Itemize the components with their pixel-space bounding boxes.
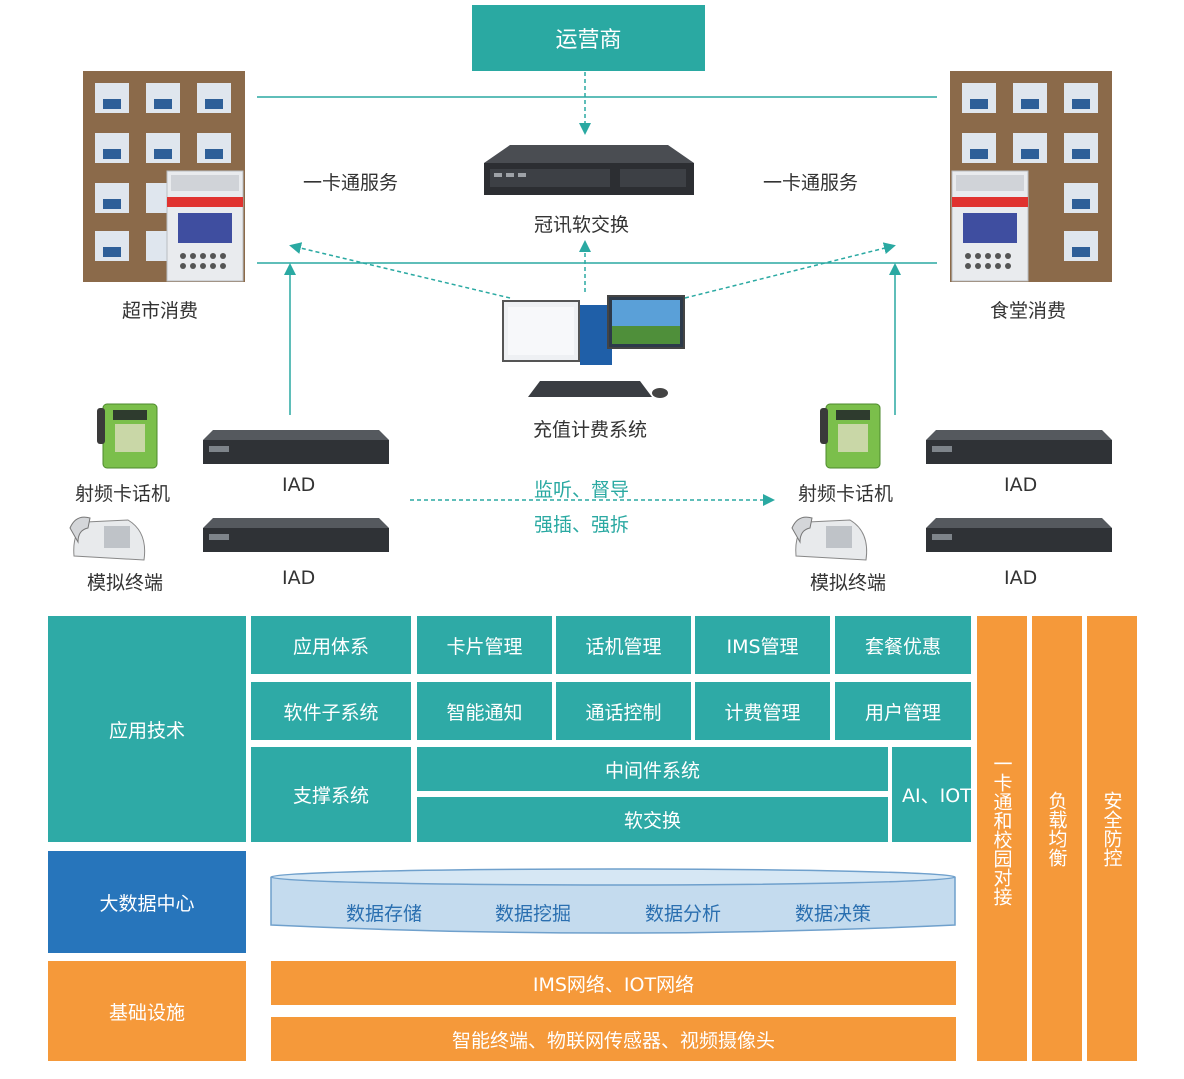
middleware-cell: 中间件系统 xyxy=(417,747,888,791)
support-system-cell: 支撑系统 xyxy=(251,747,411,842)
iad-label-4: IAD xyxy=(1004,567,1038,589)
rf-phone-right-label: 射频卡话机 xyxy=(798,483,894,505)
iad-label-1: IAD xyxy=(282,474,316,496)
data-item-4: 数据决策 xyxy=(795,903,872,925)
cell-label: 话机管理 xyxy=(585,635,662,658)
app-cell-r1-2: 卡片管理 xyxy=(417,616,552,674)
load-balance-label: 负载均衡 xyxy=(1045,791,1068,867)
card-service-right: 一卡通服务 xyxy=(763,172,859,194)
app-cell-r1-4: IMS管理 xyxy=(695,616,830,674)
network-bar: IMS网络、IOT网络 xyxy=(271,961,956,1005)
intercept-label: 强插、强拆 xyxy=(534,514,630,536)
cell-label: 中间件系统 xyxy=(604,759,700,782)
rf-card-phone-right-image xyxy=(820,402,886,470)
analog-phone-right-image xyxy=(790,508,874,564)
cell-label: 智能通知 xyxy=(446,701,523,724)
data-item-2: 数据挖掘 xyxy=(495,903,572,925)
cell-label: 卡片管理 xyxy=(446,635,523,658)
big-data-label: 大数据中心 xyxy=(99,892,195,915)
campus-integration-bar: 一卡通和校园对接 xyxy=(977,616,1027,1061)
iad-device-2 xyxy=(203,516,389,554)
cell-label: 计费管理 xyxy=(724,701,801,724)
rf-card-phone-left-image xyxy=(97,402,163,470)
terminals-label: 智能终端、物联网传感器、视频摄像头 xyxy=(451,1029,775,1052)
analog-phone-left-image xyxy=(68,508,152,564)
app-tech-label: 应用技术 xyxy=(108,719,185,742)
app-cell-r2-3: 通话控制 xyxy=(556,682,691,740)
cell-label: 套餐优惠 xyxy=(864,635,941,658)
iad-label-3: IAD xyxy=(1004,474,1038,496)
data-item-1: 数据存储 xyxy=(346,903,423,925)
app-cell-r2-4: 计费管理 xyxy=(695,682,830,740)
load-balance-bar: 负载均衡 xyxy=(1032,616,1082,1061)
rf-phone-left-label: 射频卡话机 xyxy=(75,483,171,505)
cell-label: IMS管理 xyxy=(726,635,799,658)
terminals-bar: 智能终端、物联网传感器、视频摄像头 xyxy=(271,1017,956,1061)
iad-device-1 xyxy=(203,428,389,466)
cell-label: 用户管理 xyxy=(864,701,941,724)
iad-device-3 xyxy=(926,428,1112,466)
app-tech-block: 应用技术 xyxy=(48,616,246,842)
cell-label: 通话控制 xyxy=(585,701,662,724)
security-bar: 安全防控 xyxy=(1087,616,1137,1061)
cell-label: AI、IOT xyxy=(902,785,971,807)
analog-right-label: 模拟终端 xyxy=(810,572,887,594)
big-data-block: 大数据中心 xyxy=(48,851,246,953)
iad-label-2: IAD xyxy=(282,567,316,589)
canteen-label: 食堂消费 xyxy=(990,300,1067,322)
operator-label: 运营商 xyxy=(555,28,622,53)
ai-iot-cell: AI、IOT xyxy=(892,747,971,842)
billing-system-label: 充值计费系统 xyxy=(533,419,648,441)
app-cell-r1-3: 话机管理 xyxy=(556,616,691,674)
cell-label: 应用体系 xyxy=(292,635,369,658)
security-label: 安全防控 xyxy=(1100,791,1123,867)
data-item-3: 数据分析 xyxy=(645,903,722,925)
infra-block: 基础设施 xyxy=(48,961,246,1061)
data-cylinder xyxy=(270,867,956,935)
analog-left-label: 模拟终端 xyxy=(87,572,164,594)
canteen-building-image xyxy=(950,71,1112,282)
softswitch-label: 冠讯软交换 xyxy=(534,214,630,236)
cell-label: 软交换 xyxy=(623,810,681,832)
app-cell-r2-2: 智能通知 xyxy=(417,682,552,740)
network-label: IMS网络、IOT网络 xyxy=(532,973,695,996)
operator-box: 运营商 xyxy=(472,5,705,71)
cell-label: 支撑系统 xyxy=(292,785,369,807)
app-cell-r1-5: 套餐优惠 xyxy=(835,616,971,674)
app-cell-r2-5: 用户管理 xyxy=(835,682,971,740)
supermarket-label: 超市消费 xyxy=(122,300,199,322)
supermarket-building-image xyxy=(83,71,245,282)
server-image xyxy=(480,143,698,201)
monitor-label: 监听、督导 xyxy=(534,479,630,501)
app-cell-r2-1: 软件子系统 xyxy=(251,682,411,740)
cell-label: 软件子系统 xyxy=(283,701,379,724)
computer-image xyxy=(500,293,690,405)
card-service-left: 一卡通服务 xyxy=(303,172,399,194)
campus-integration-label: 一卡通和校园对接 xyxy=(990,754,1013,906)
app-cell-r1-1: 应用体系 xyxy=(251,616,411,674)
softswitch-cell: 软交换 xyxy=(417,797,888,842)
infra-label: 基础设施 xyxy=(108,1001,185,1024)
iad-device-4 xyxy=(926,516,1112,554)
